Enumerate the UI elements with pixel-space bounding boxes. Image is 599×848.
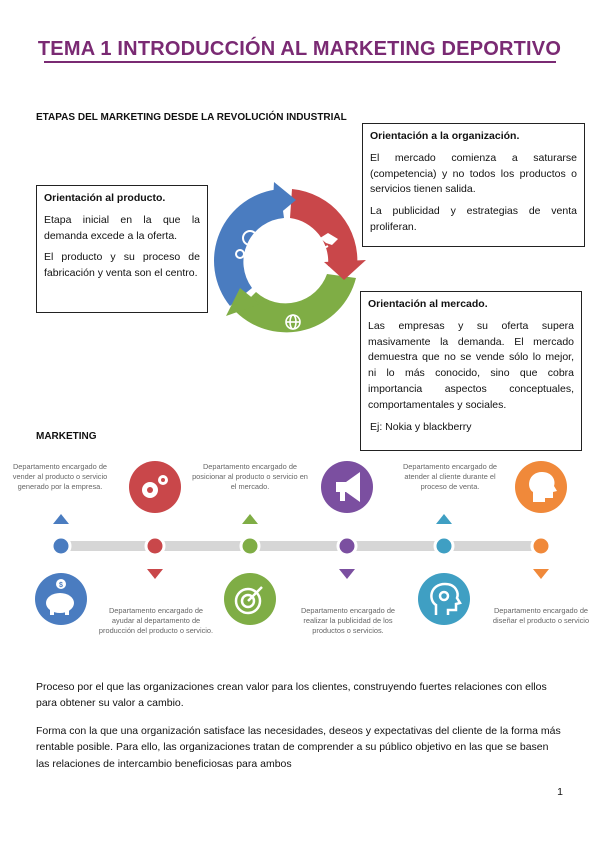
box-heading: Orientación al mercado. xyxy=(368,298,488,310)
globe-icon xyxy=(285,314,301,330)
box-text: El mercado comienza a saturarse (compete… xyxy=(370,151,577,196)
timeline-graphic: $ xyxy=(35,461,567,625)
timeline-arrow-down xyxy=(147,569,163,579)
box-orientacion-organizacion: Orientación a la organización. El mercad… xyxy=(362,123,585,247)
timeline-bar xyxy=(58,541,542,551)
box-text: La publicidad y estrategias de venta pro… xyxy=(370,205,577,233)
box-text: Etapa inicial en la que la demanda exced… xyxy=(44,213,200,242)
box-heading: Orientación al producto. xyxy=(44,192,166,204)
piggy-bank-icon: $ xyxy=(46,579,74,615)
section-heading-marketing: MARKETING xyxy=(36,431,97,442)
timeline-text: Departamento encargado de vender al prod… xyxy=(12,462,108,491)
section-heading-etapas: ETAPAS DEL MARKETING DESDE LA REVOLUCIÓN… xyxy=(36,112,347,123)
page-number: 1 xyxy=(557,786,563,798)
cycle-segment-mercado xyxy=(236,274,356,333)
box-example: Ej: Nokia y blackberry xyxy=(370,421,472,434)
mind-icon xyxy=(430,582,462,615)
marketing-cycle-diagram xyxy=(214,182,366,333)
paragraph-definicion-2: Forma con la que una organización satisf… xyxy=(36,725,561,770)
timeline-text: Departamento encargado de realizar la pu… xyxy=(300,606,396,635)
box-text: El producto y su proceso de fabricación … xyxy=(44,251,200,279)
handshake-icon xyxy=(317,233,338,250)
timeline-arrow-up xyxy=(242,514,258,524)
head-icon xyxy=(529,472,557,502)
svg-text:$: $ xyxy=(59,582,63,589)
timeline-text: Departamento encargado de diseñar el pro… xyxy=(492,606,590,625)
timeline-arrow-down xyxy=(533,569,549,579)
cycle-segment-producto xyxy=(214,189,284,306)
box-orientacion-producto: Orientación al producto. Etapa inicial e… xyxy=(36,185,208,313)
cycle-segment-organizacion xyxy=(290,189,358,268)
timeline-arrow-up xyxy=(436,514,452,524)
timeline-text: Departamento encargado de ayudar al depa… xyxy=(98,606,214,635)
box-orientacion-mercado: Orientación al mercado. Las empresas y s… xyxy=(360,291,582,451)
target-icon xyxy=(234,586,263,615)
marketing-departments-timeline: Departamento encargado de vender al prod… xyxy=(0,452,599,652)
paragraph-definicion-1: Proceso por el que las organizaciones cr… xyxy=(36,681,547,710)
megaphone-icon xyxy=(336,472,360,502)
box-text: Las empresas y su oferta supera masivame… xyxy=(368,319,574,411)
gears-icon xyxy=(142,475,168,498)
timeline-arrow-up xyxy=(53,514,69,524)
timeline-text: Departamento encargado de atender al cli… xyxy=(402,462,498,491)
gears-icon xyxy=(235,230,258,259)
title-underline xyxy=(44,61,556,63)
box-heading: Orientación a la organización. xyxy=(370,130,520,142)
timeline-text: Departamento encargado de posicionar al … xyxy=(192,462,308,491)
timeline-arrow-down xyxy=(339,569,355,579)
page-title: TEMA 1 INTRODUCCIÓN AL MARKETING DEPORTI… xyxy=(37,38,562,60)
